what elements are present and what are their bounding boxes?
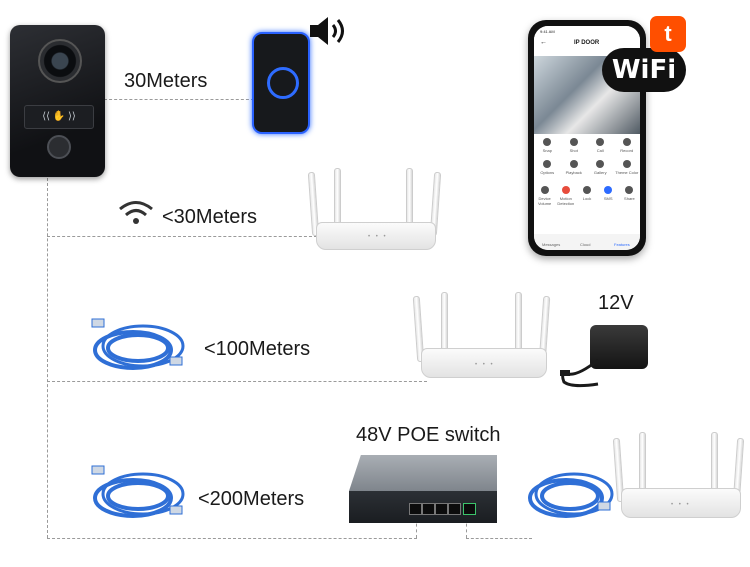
poe-port xyxy=(448,503,461,515)
app-control-item[interactable]: Share xyxy=(616,186,640,201)
chime-ring-light xyxy=(267,67,299,99)
control-label: Theme Color xyxy=(615,170,639,175)
camera-lens-icon xyxy=(38,39,82,83)
status-time: 9:41 AM xyxy=(540,29,555,34)
app-control-item[interactable]: Gallery xyxy=(587,160,613,175)
chime-link-line xyxy=(104,99,254,100)
cable-200-link-line xyxy=(47,538,417,539)
control-icon xyxy=(543,160,552,168)
control-label: Device Volume xyxy=(537,196,552,206)
ethernet-cable-icon xyxy=(91,465,185,518)
poe-port xyxy=(435,503,448,515)
chime-distance-label: 30Meters xyxy=(124,70,208,92)
control-icon xyxy=(596,138,605,146)
app-tab-bar: Messages Cloud Features xyxy=(534,234,640,250)
app-control-item[interactable]: SMS xyxy=(595,186,621,201)
switch-uplink-down-line xyxy=(466,518,467,538)
ethernet-cable-icon xyxy=(528,472,614,518)
wifi-link-line xyxy=(47,236,317,237)
control-label: SMS xyxy=(603,196,613,201)
app-control-item[interactable]: Snap xyxy=(534,138,560,153)
control-icon xyxy=(543,138,552,146)
poe-port xyxy=(409,503,422,515)
wifi-icon xyxy=(119,201,153,224)
power-voltage-label: 12V xyxy=(598,292,634,314)
control-icon xyxy=(561,186,570,194)
wifi-badge: WiFi xyxy=(602,48,686,92)
cable-200-distance-label: <200Meters xyxy=(198,488,305,510)
app-control-item[interactable]: Device Volume xyxy=(534,186,558,206)
control-label: Share xyxy=(624,196,635,201)
app-control-item[interactable]: Options xyxy=(534,160,560,175)
app-control-item[interactable]: Motion Detection xyxy=(553,186,579,206)
app-control-item[interactable]: Call xyxy=(587,138,613,153)
control-label: Snap xyxy=(542,148,552,153)
poe-switch xyxy=(349,455,497,525)
app-control-item[interactable]: Playback xyxy=(561,160,587,175)
control-label: Options xyxy=(540,170,555,175)
tuya-logo-icon: t xyxy=(650,16,686,52)
call-button xyxy=(47,135,71,159)
ethernet-cable-icon xyxy=(91,318,185,370)
app-control-item[interactable]: Lock xyxy=(574,186,600,201)
control-label: Lock xyxy=(582,196,592,201)
control-icon xyxy=(625,186,634,194)
cable-100-link-line xyxy=(47,381,427,382)
control-label: Shot xyxy=(569,148,578,153)
poe-port xyxy=(422,503,435,515)
control-label: Gallery xyxy=(593,170,607,175)
control-icon xyxy=(583,186,591,194)
power-cord-icon xyxy=(560,358,599,388)
video-doorbell: ⟨⟨ ✋ ⟩⟩ xyxy=(10,25,105,177)
tab-features[interactable]: Features xyxy=(614,242,630,247)
switch-uplink-line xyxy=(466,538,532,539)
power-adapter xyxy=(590,325,648,369)
rfid-reader: ⟨⟨ ✋ ⟩⟩ xyxy=(24,105,94,129)
uplink-port xyxy=(463,503,476,515)
control-icon xyxy=(540,186,549,194)
app-title: IP DOOR xyxy=(574,40,600,46)
control-icon xyxy=(569,138,578,146)
control-icon xyxy=(622,160,631,168)
wifi-router-2: • • • xyxy=(412,292,551,384)
control-label: Playback xyxy=(565,170,582,175)
wifi-distance-label: <30Meters xyxy=(162,206,258,228)
tab-cloud[interactable]: Cloud xyxy=(580,242,591,247)
control-icon xyxy=(604,186,613,194)
poe-switch-label: 48V POE switch xyxy=(356,424,501,446)
control-label: Motion Detection xyxy=(557,196,575,206)
app-control-item[interactable]: Record xyxy=(614,138,640,153)
control-icon xyxy=(622,138,631,146)
app-control-item[interactable]: Theme Color xyxy=(614,160,640,175)
control-label: Record xyxy=(620,148,634,153)
control-label: Call xyxy=(596,148,604,153)
control-icon xyxy=(569,160,578,168)
speaker-sound-icon xyxy=(310,17,344,45)
backbone-line xyxy=(47,178,48,538)
control-icon xyxy=(596,160,605,168)
cable-100-distance-label: <100Meters xyxy=(204,338,311,360)
back-arrow-icon[interactable]: ← xyxy=(540,39,547,46)
wifi-router-3: • • • xyxy=(612,432,745,524)
wifi-router-1: • • • xyxy=(307,168,442,258)
tab-messages[interactable]: Messages xyxy=(542,242,561,247)
indoor-chime xyxy=(252,32,310,134)
app-control-item[interactable]: Shot xyxy=(561,138,587,153)
switch-down-line xyxy=(416,518,417,538)
